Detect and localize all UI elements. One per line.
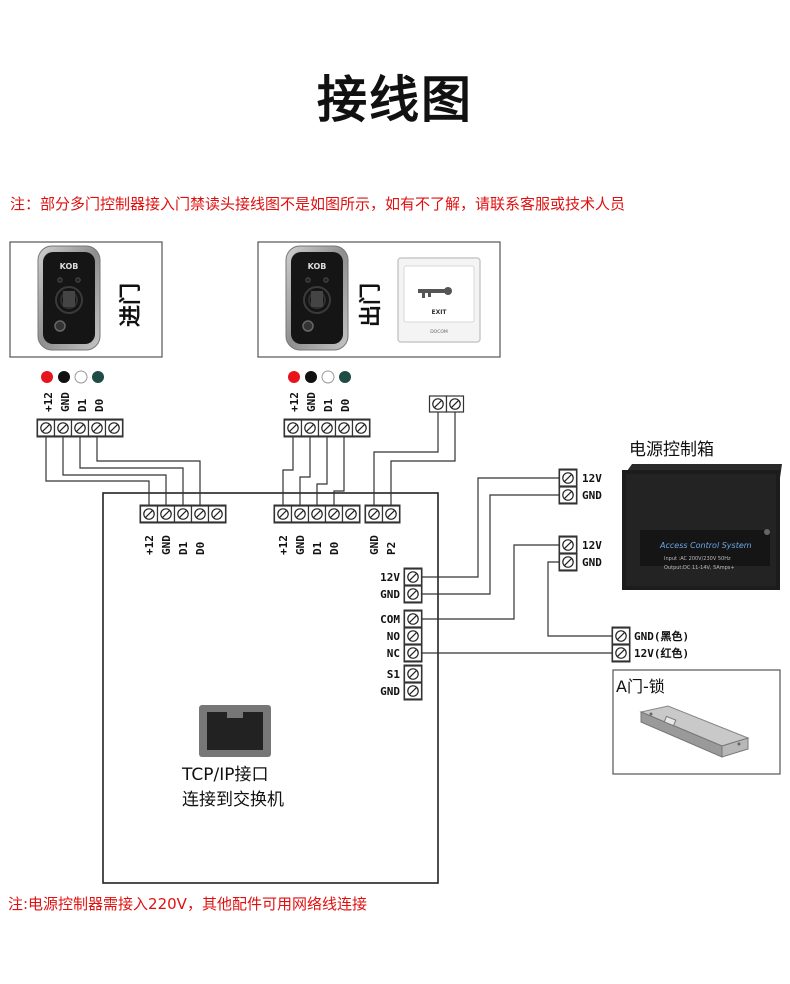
pin-label: GND	[368, 535, 381, 555]
rj45-port-icon	[199, 705, 271, 757]
pin-label: GND	[305, 392, 318, 412]
pin-label: P2	[385, 542, 398, 555]
pin-label: +12	[288, 392, 301, 412]
power-wires	[422, 477, 560, 595]
exit-pin-labels: +12 GND D1 D0	[288, 392, 352, 412]
power-terminal-2: 12V GND	[558, 535, 602, 572]
entry-reader-label: 进门	[118, 283, 144, 327]
entry-terminal-block	[36, 418, 124, 438]
power-panel-output: Output:DC 11-14V, 5Amps+	[664, 565, 735, 571]
power-terminal-1: 12V GND	[558, 468, 602, 505]
lock-terminal-label: 12V(红色)	[634, 646, 689, 660]
tcp-sublabel: 连接到交换机	[182, 790, 284, 810]
controller-pin-labels-left: +12 GND D1 D0	[143, 535, 207, 555]
tcp-label: TCP/IP接口	[181, 765, 269, 785]
pin-label: D1	[322, 398, 335, 412]
power-box-title: 电源控制箱	[629, 440, 714, 460]
side-label: GND	[380, 588, 400, 601]
lock-terminal: GND(黑色) 12V(红色)	[611, 626, 689, 663]
pin-label: GND	[160, 535, 173, 555]
entry-pin-labels: +12 GND D1 D0	[42, 392, 106, 412]
side-label: S1	[387, 668, 401, 681]
exit-button-brand: DOCOM	[430, 329, 448, 335]
exit-terminal-block	[283, 418, 371, 438]
pin-label: D1	[76, 398, 89, 412]
controller-pin-labels-right: GND P2	[368, 535, 398, 555]
controller-pin-labels-mid: +12 GND D1 D0	[277, 535, 341, 555]
pin-label: +12	[42, 392, 55, 412]
controller-terminal-right	[364, 504, 401, 524]
side-label: 12V	[380, 571, 400, 584]
pin-label: D1	[311, 541, 324, 555]
exit-button-device: EXIT DOCOM	[397, 257, 481, 343]
pin-label: D0	[339, 399, 352, 412]
entry-wires	[45, 437, 201, 505]
controller-side-relay: COM NO NC	[380, 609, 423, 663]
lock-terminal-label: GND(黑色)	[634, 629, 689, 643]
power-panel-input: Input :AC 200V/230V 50Hz	[664, 556, 731, 562]
exit-button-text: EXIT	[431, 309, 447, 316]
lock-label: A门-锁	[616, 677, 665, 696]
pin-label: D0	[194, 542, 207, 555]
exit-button-terminal	[428, 395, 465, 413]
power-panel-title: Access Control System	[659, 541, 752, 550]
exit-button-wires	[373, 412, 456, 505]
page-title: 接线图	[317, 71, 473, 129]
side-label: COM	[380, 613, 400, 626]
side-label: NO	[387, 630, 401, 643]
power-label: 12V	[582, 472, 602, 485]
controller-side-power: 12V GND	[380, 567, 423, 604]
power-label: 12V	[582, 539, 602, 552]
controller-terminal-mid	[273, 504, 361, 524]
controller-side-sensor: S1 GND	[380, 664, 423, 701]
exit-color-dots	[288, 370, 351, 384]
power-box-device: Access Control System Input :AC 200V/230…	[622, 464, 782, 590]
bottom-note: 注:电源控制器需接入220V，其他配件可用网络线连接	[8, 895, 367, 913]
power-label: GND	[582, 556, 602, 569]
pin-label: D1	[177, 541, 190, 555]
electric-lock-device	[639, 705, 750, 758]
pin-label: +12	[277, 535, 290, 555]
pin-label: D0	[93, 399, 106, 412]
exit-reader-brand: KOB	[308, 262, 327, 271]
entry-reader-brand: KOB	[60, 262, 79, 271]
exit-reader-device: KOB	[285, 245, 349, 351]
top-note: 注：部分多门控制器接入门禁读头接线图不是如图所示，如有不了解，请联系客服或技术人…	[10, 195, 626, 213]
pin-label: GND	[294, 535, 307, 555]
exit-wires	[282, 437, 345, 505]
pin-label: D0	[328, 542, 341, 555]
power-label: GND	[582, 489, 602, 502]
side-label: GND	[380, 685, 400, 698]
controller-board	[102, 492, 439, 884]
lock-wires	[422, 544, 613, 654]
pin-label: +12	[143, 535, 156, 555]
side-label: NC	[387, 647, 400, 660]
controller-terminal-left	[139, 504, 227, 524]
pin-label: GND	[59, 392, 72, 412]
entry-reader-device: KOB	[37, 245, 101, 351]
entry-color-dots	[41, 370, 104, 384]
exit-reader-label: 出门	[358, 283, 384, 327]
